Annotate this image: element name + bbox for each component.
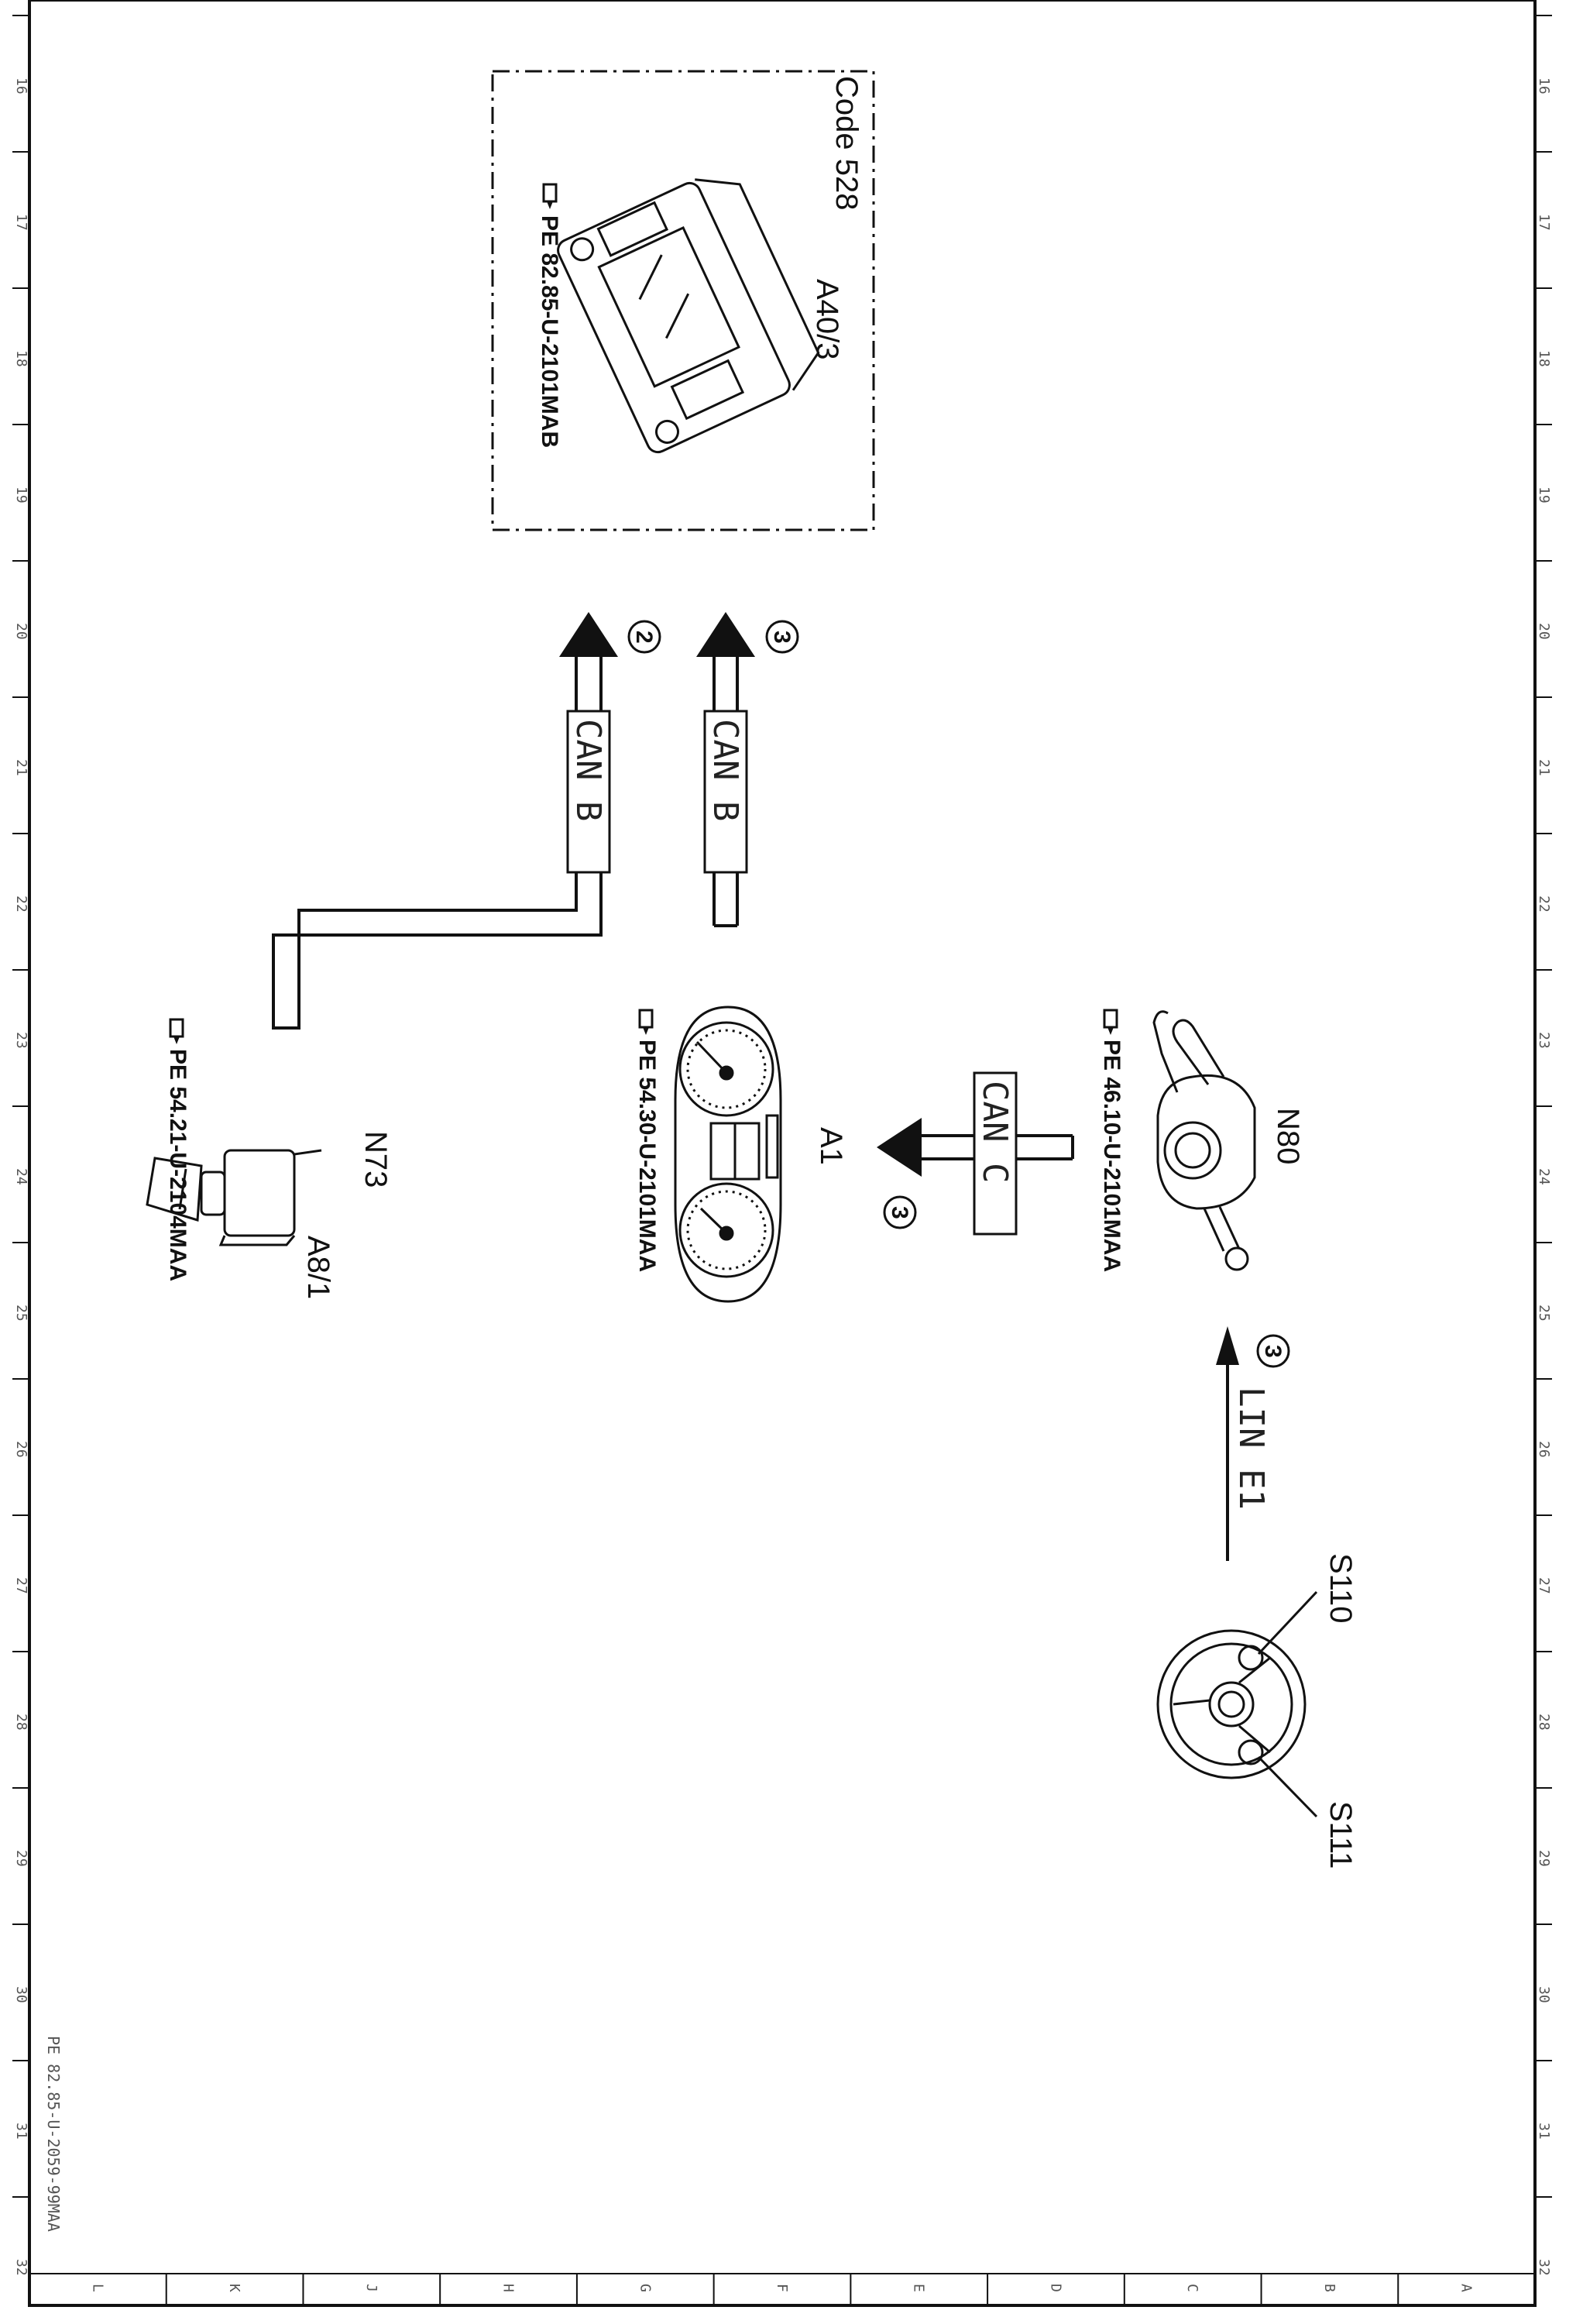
row-label-left: 19: [13, 486, 29, 504]
row-label-right: 26: [1536, 1441, 1552, 1458]
row-label-left: 16: [13, 77, 29, 95]
can-b-left-arrow-icon: [559, 612, 618, 657]
row-label-left: 23: [13, 1032, 29, 1049]
row-label-left: 22: [13, 896, 29, 913]
row-label-right: 16: [1536, 77, 1552, 95]
head-unit-icon: [557, 178, 820, 454]
row-label-right: 25: [1536, 1305, 1552, 1322]
can-b-left-label-box: [566, 710, 611, 874]
row-label-right: 18: [1536, 350, 1552, 367]
s110-leader: [1257, 1590, 1318, 1655]
row-label-right: 27: [1536, 1577, 1552, 1594]
diagram-frame: [28, 0, 1537, 2307]
row-label-right: 24: [1536, 1168, 1552, 1185]
col-label: D: [1047, 2284, 1063, 2292]
can-b-right-label-box: [703, 710, 748, 874]
col-label: C: [1184, 2284, 1200, 2292]
row-label-right: 22: [1536, 896, 1552, 913]
a1-label: A1: [814, 1127, 848, 1165]
lin-e1-arrow-icon: [1216, 1326, 1239, 1365]
row-label-right: 31: [1536, 2123, 1552, 2140]
pe-icon: [1103, 1009, 1118, 1035]
row-label-right: 32: [1536, 2259, 1552, 2276]
can-b-left-marker-circle: [627, 620, 661, 654]
col-label: B: [1321, 2284, 1337, 2292]
row-label-left: 21: [13, 759, 29, 776]
row-label-right: 19: [1536, 486, 1552, 504]
row-label-left: 27: [13, 1577, 29, 1594]
grid-ticks: [12, 15, 1552, 2305]
row-label-left: 28: [13, 1714, 29, 1731]
row-label-left: 26: [13, 1441, 29, 1458]
row-label-right: 29: [1536, 1850, 1552, 1867]
doc-id: PE 82.85-U-2059-99MAA: [44, 2036, 63, 2232]
steering-column-module-icon: [1152, 1010, 1256, 1271]
n73-label: N73: [359, 1131, 393, 1188]
row-label-left: 24: [13, 1168, 29, 1185]
row-label-left: 25: [13, 1305, 29, 1322]
can-b-left-marker: 2: [631, 631, 657, 644]
can-b-right-arrow-icon: [696, 612, 755, 657]
n73-ref: PE 54.21-U-2104MAA: [165, 1049, 191, 1281]
n80-ref: PE 46.10-U-2101MAA: [1099, 1040, 1125, 1272]
s111-leader: [1257, 1755, 1318, 1818]
can-c-arrow-icon: [877, 1118, 922, 1177]
pe-icon: [169, 1018, 184, 1044]
a8-1-label: A8/1: [301, 1236, 335, 1299]
row-label-left: 17: [13, 214, 29, 231]
col-label: F: [774, 2284, 790, 2292]
col-label: E: [911, 2284, 927, 2292]
can-b-right-marker-circle: [765, 620, 799, 654]
row-label-right: 23: [1536, 1032, 1552, 1049]
col-label: H: [500, 2284, 517, 2292]
row-label-right: 30: [1536, 1986, 1552, 2003]
can-c-marker-circle: [883, 1195, 917, 1229]
col-label: G: [637, 2284, 653, 2292]
col-label: A: [1458, 2284, 1475, 2292]
row-label-left: 18: [13, 350, 29, 367]
can-c-label: CAN C: [975, 1081, 1015, 1183]
can-b-right-label: CAN B: [706, 719, 745, 821]
lin-e1-marker: 3: [1260, 1345, 1286, 1358]
can-c-label-box: [973, 1071, 1018, 1236]
row-label-right: 28: [1536, 1714, 1552, 1731]
instrument-cluster-icon: [674, 1006, 782, 1303]
can-b-right-marker: 3: [769, 631, 795, 644]
row-label-right: 20: [1536, 623, 1552, 640]
can-c-marker: 3: [887, 1206, 912, 1219]
row-label-left: 31: [13, 2123, 29, 2140]
code-528-dashed-box: [491, 70, 875, 531]
lin-e1-label: LIN E1: [1231, 1387, 1271, 1510]
s110-label: S110: [1324, 1553, 1358, 1623]
can-b-left-label: CAN B: [568, 719, 608, 821]
row-label-left: 32: [13, 2259, 29, 2276]
steering-wheel-icon: [1156, 1629, 1307, 1779]
a1-ref: PE 54.30-U-2101MAA: [634, 1040, 660, 1272]
lin-e1-marker-circle: [1256, 1334, 1290, 1368]
row-label-left: 29: [13, 1850, 29, 1867]
pe-icon: [542, 183, 558, 209]
code-528-label: Code 528: [829, 76, 864, 210]
ignition-switch-icon: [146, 1149, 322, 1246]
col-label: J: [363, 2284, 379, 2292]
n80-label: N80: [1271, 1108, 1305, 1164]
pe-icon: [638, 1009, 654, 1035]
row-label-right: 21: [1536, 759, 1552, 776]
col-label: K: [226, 2284, 242, 2292]
s111-label: S111: [1324, 1801, 1358, 1868]
can-b-left-harness: [272, 724, 603, 1030]
col-label: L: [89, 2284, 105, 2292]
row-label-left: 20: [13, 623, 29, 640]
row-label-left: 30: [13, 1986, 29, 2003]
row-label-right: 17: [1536, 214, 1552, 231]
